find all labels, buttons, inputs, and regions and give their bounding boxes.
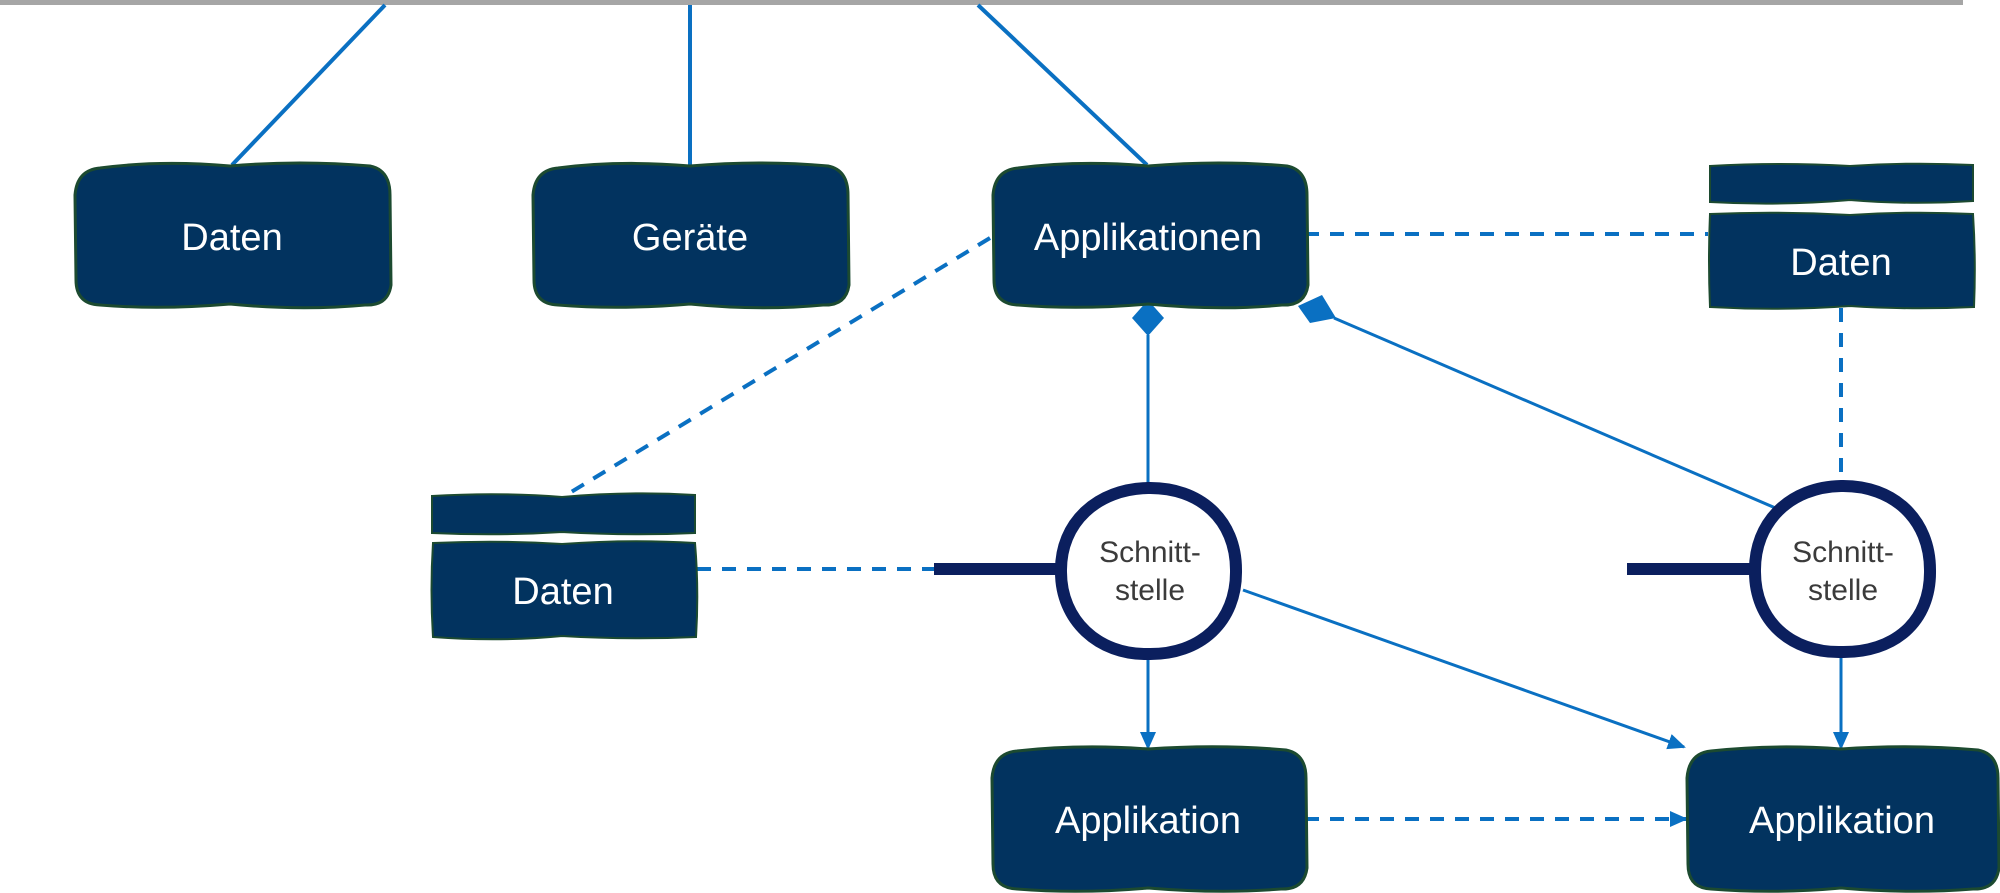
interface-socket-bar xyxy=(934,563,1059,575)
node-label: Applikation xyxy=(1749,800,1935,842)
node-shape xyxy=(73,161,393,310)
interface-label-line2: stelle xyxy=(1115,574,1185,607)
node-shape xyxy=(1685,745,2000,893)
interface-socket-bar xyxy=(1627,563,1753,575)
node-label: Daten xyxy=(181,217,282,259)
node-daten-right[interactable]: Daten xyxy=(1708,162,1976,310)
data-store-top-bar xyxy=(1709,162,1974,205)
node-shape xyxy=(990,745,1309,893)
interface-label-line2: stelle xyxy=(1808,574,1878,607)
node-applikation-right[interactable]: Applikation xyxy=(1685,745,2000,893)
interface-schnittstelle-1[interactable]: Schnitt- stelle xyxy=(934,481,1243,661)
node-shape xyxy=(531,161,851,310)
edge-applikationen-daten-mid xyxy=(561,236,992,499)
node-shape xyxy=(991,161,1310,310)
interface-label-line1: Schnitt- xyxy=(1099,536,1201,569)
interface-schnittstelle-2[interactable]: Schnitt- stelle xyxy=(1627,479,1937,659)
interface-ring xyxy=(1054,481,1243,661)
node-label: Applikation xyxy=(1055,800,1241,842)
diamond-marker-icon xyxy=(1298,295,1336,323)
node-label: Daten xyxy=(1790,242,1891,284)
node-applikation-left[interactable]: Applikation xyxy=(990,745,1309,893)
interface-ring xyxy=(1748,479,1937,659)
node-applikationen[interactable]: Applikationen xyxy=(991,161,1310,310)
edge-topbar-daten xyxy=(230,3,387,167)
node-shape xyxy=(1708,211,1976,310)
data-store-top-bar xyxy=(431,492,696,536)
edge-topbar-applikationen xyxy=(976,3,1149,167)
node-label: Applikationen xyxy=(1034,217,1262,259)
node-daten-top[interactable]: Daten xyxy=(73,161,393,310)
interface-label-line1: Schnitt- xyxy=(1792,536,1894,569)
node-daten-mid[interactable]: Daten xyxy=(430,492,699,641)
diamond-marker-icon xyxy=(1132,300,1164,336)
node-shape xyxy=(430,540,699,641)
top-bar xyxy=(0,0,1963,5)
node-label: Daten xyxy=(512,571,613,613)
edge-applikationen-schnittstelle2 xyxy=(1333,316,1781,512)
node-label: Geräte xyxy=(632,217,748,259)
edge-schnittstelle1-applikation-right xyxy=(1242,588,1686,750)
node-geraete[interactable]: Geräte xyxy=(531,161,851,310)
